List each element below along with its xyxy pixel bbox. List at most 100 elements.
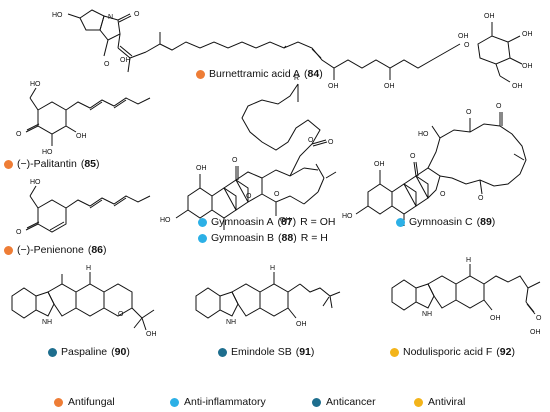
compound-number: 92 [499,346,512,358]
atom-ho: HO [30,179,41,186]
atom-o: O [536,315,542,322]
label-gymnoasin-b: Gymnoasin B (88) R = H [198,232,328,244]
structure-penienone: HO O [16,179,151,236]
compound-name: (−)-Palitantin [17,158,77,170]
atom-o: O [16,229,22,236]
atom-ho: HO [42,149,53,156]
atom-oh: OH [458,33,469,40]
structure-paspaline: NH O OH H [11,265,157,338]
structure-gymnoasin-c: OH HO O HO O O O O [342,103,527,226]
compound-number-paren: (92) [496,346,515,358]
compound-name: Gymnoasin B [211,232,275,244]
atom-oh: OH [146,331,157,338]
activity-dot-antifungal [196,69,205,79]
atom-o: O [308,137,314,144]
label-palitantin: (−)-Palitantin (85) [4,158,100,170]
atom-oh: OH [484,13,495,20]
legend-dot-antiviral [414,397,423,407]
compound-number-paren: (89) [476,216,496,228]
compound-name: Gymnoasin C [409,216,473,228]
activity-dot-anticancer [48,347,57,357]
atom-oh: OH [280,217,291,224]
atom-o: O [274,191,280,198]
label-burnettramic-acid: Burnettramic acid A (84) [196,68,323,80]
substituent-note: R = H [300,232,328,244]
legend-item-anticancer: Anticancer [312,396,376,408]
structure-nodulisporic-acid: NH OH O OH H [391,257,542,336]
legend-item-antiviral: Antiviral [414,396,465,408]
compound-number: 84 [307,68,320,80]
atom-oh: OH [384,83,395,90]
atom-oh: OH [120,57,131,64]
atom-oh: OH [76,133,87,140]
atom-r: R [294,75,299,82]
compound-name: Nodulisporic acid F [403,346,493,358]
atom-oh: OH [530,329,541,336]
compound-name: (−)-Penienone [17,244,84,256]
atom-oh: OH [196,165,207,172]
legend-item-anti-inflammatory: Anti-inflammatory [170,396,266,408]
atom-nh: NH [422,311,432,318]
compound-name: Emindole SB [231,346,292,358]
activity-dot-antiviral [390,347,399,357]
compound-number-paren: (84) [304,68,323,80]
activity-dot-antifungal [4,245,13,255]
atom-ho: HO [418,131,429,138]
atom-n: N [108,14,113,21]
atom-o: O [496,103,502,110]
compound-number: 86 [91,244,104,256]
atom-nh: NH [226,319,236,326]
compound-number-paren: (87) [277,216,297,228]
atom-h: H [466,257,471,264]
atom-o: O [328,139,334,146]
compound-number: 91 [299,346,311,358]
atom-o: O [464,42,470,49]
activity-dot-anti-inflammatory [396,217,405,227]
atom-oh: OH [522,63,533,70]
atom-oh: OH [522,31,533,38]
legend-label: Anticancer [326,396,376,408]
structure-gymnoasin-ab: OH HO O O O OH R O O [160,75,337,230]
legend-dot-anticancer [312,397,321,407]
label-penienone: (−)-Penienone (86) [4,244,107,256]
compound-number: 90 [114,346,127,358]
compound-name: Gymnoasin A [211,216,274,228]
atom-oh: OH [512,83,523,90]
atom-oh: OH [490,315,501,322]
atom-ho: HO [30,81,41,88]
structure-burnettramic-acid: HO O OH O N OH OH O OH OH OH OH OH [52,9,533,90]
label-gymnoasin-a: Gymnoasin A (87) R = OH [198,216,335,228]
atom-h: H [270,265,275,272]
atom-o: O [478,195,484,202]
activity-dot-anticancer [218,347,227,357]
compound-number-paren: (86) [87,244,107,256]
legend-label: Antiviral [428,396,466,408]
atom-ho: HO [52,12,63,19]
compound-name: Burnettramic acid A [209,68,301,80]
atom-oh: OH [296,321,307,328]
label-paspaline: Paspaline (90) [48,346,130,358]
compound-name: Paspaline [61,346,108,358]
atom-o: O [16,131,22,138]
activity-legend: Antifungal Anti-inflammatory Anticancer … [0,396,550,410]
atom-o: O [104,61,110,68]
label-gymnoasin-c: Gymnoasin C (89) [396,216,495,228]
legend-dot-anti-inflammatory [170,397,179,407]
atom-o: O [440,191,446,198]
compound-number-paren: (90) [111,346,130,358]
atom-o: O [466,109,472,116]
atom-o: O [246,193,252,200]
structure-palitantin: HO O HO OH [16,81,151,156]
legend-label: Anti-inflammatory [184,396,266,408]
compound-number-paren: (91) [295,346,315,358]
legend-item-antifungal: Antifungal [54,396,115,408]
compound-number-paren: (88) [278,232,297,244]
compound-number-paren: (85) [80,158,100,170]
structure-emindole-sb: NH OH H [195,265,341,328]
label-emindole-sb: Emindole SB (91) [218,346,314,358]
atom-ho: HO [342,213,353,220]
atom-o: O [118,311,124,318]
atom-oh: OH [374,161,385,168]
legend-label: Antifungal [68,396,115,408]
